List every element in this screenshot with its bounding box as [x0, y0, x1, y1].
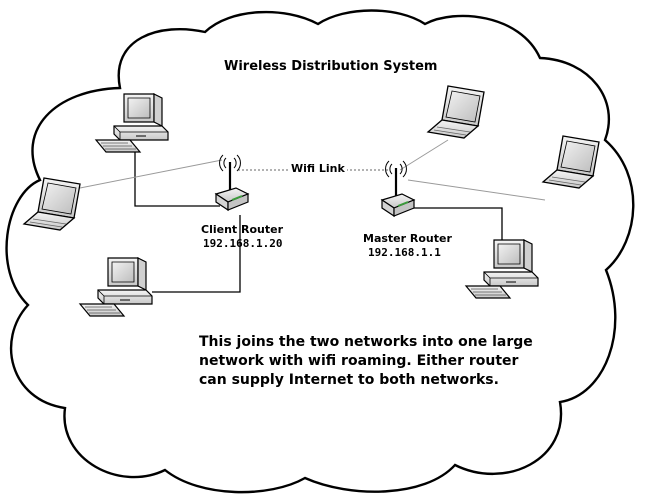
description-line: can supply Internet to both networks. [199, 372, 499, 388]
cloud-outline [5, 9, 635, 494]
wireless-links [79, 139, 546, 201]
client-router-name: Client Router [201, 223, 283, 236]
description-line: This joins the two networks into one lar… [199, 334, 533, 350]
master-router-ip: 192.168.1.1 [368, 246, 441, 259]
diagram-title: Wireless Distribution System [224, 59, 438, 74]
master-router-name: Master Router [363, 232, 452, 245]
wifi-link-label: Wifi Link [289, 162, 347, 175]
description-text: This joins the two networks into one lar… [199, 333, 533, 390]
wired-links [134, 152, 503, 293]
description-line: network with wifi roaming. Either router [199, 353, 519, 369]
client-router-ip: 192.168.1.20 [203, 237, 283, 250]
